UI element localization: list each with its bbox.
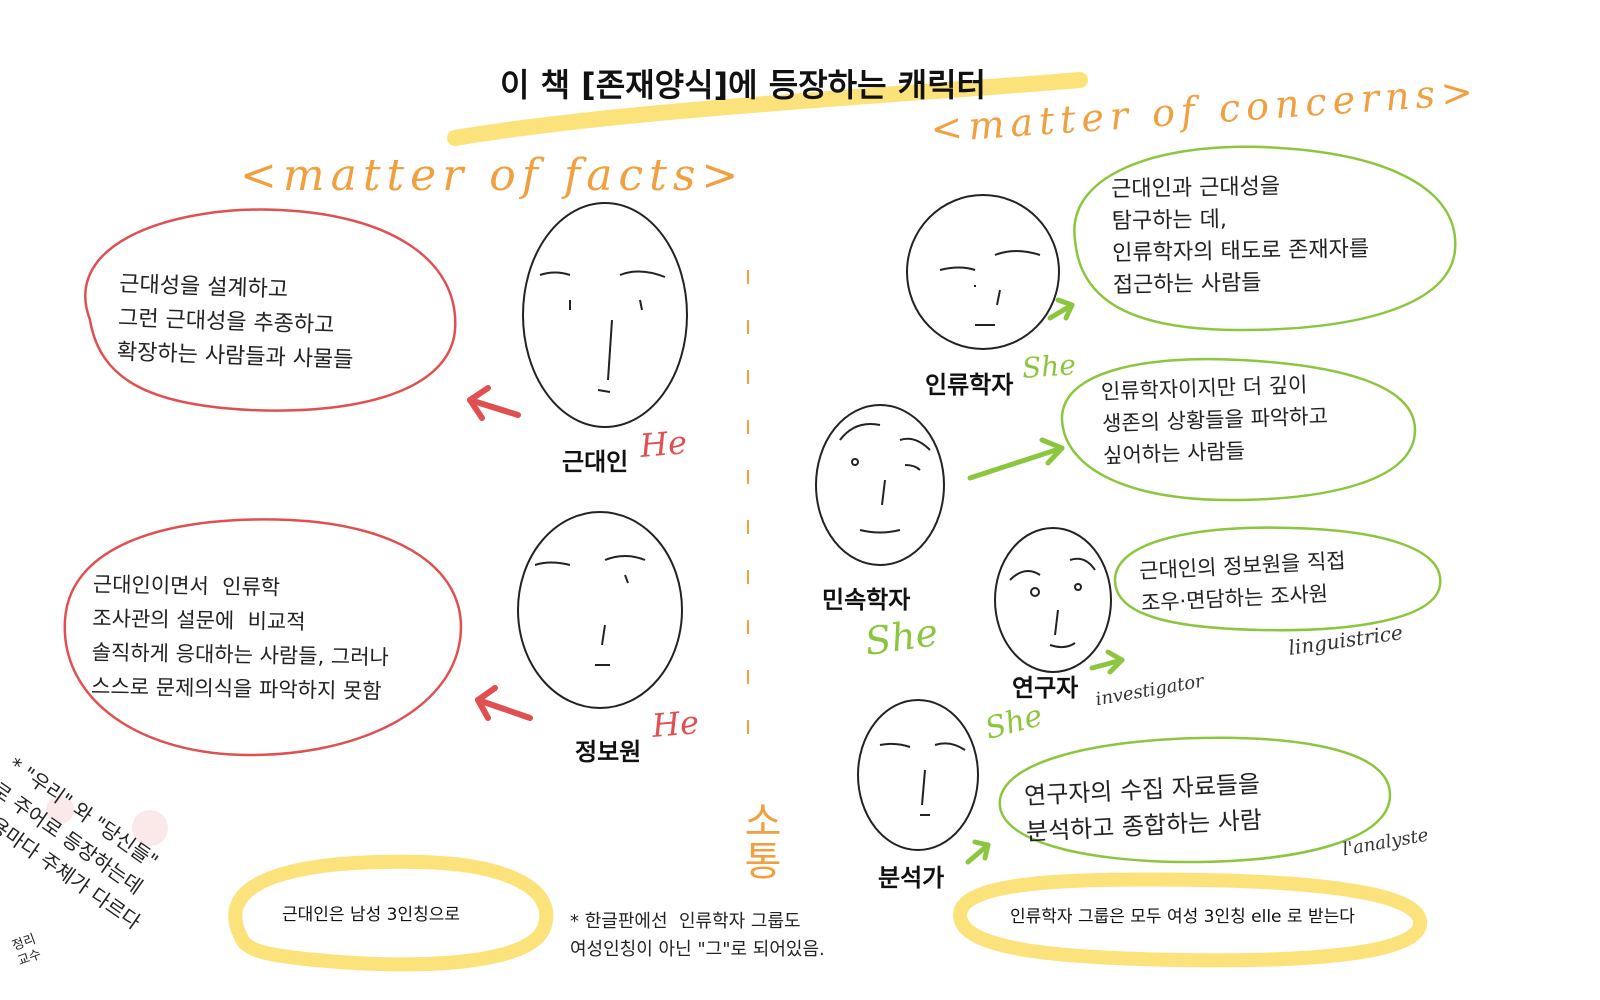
bubble-anthropologist bbox=[1073, 145, 1457, 332]
arrow-investigator bbox=[1089, 649, 1125, 675]
face-modern bbox=[522, 202, 688, 428]
arrow-anthropologist bbox=[1047, 297, 1075, 321]
arrow-analyst bbox=[965, 839, 991, 865]
face-investigator bbox=[994, 527, 1112, 673]
pronoun-informant: He bbox=[650, 703, 701, 745]
left-header: <matter of facts> bbox=[240, 150, 745, 201]
face-analyst bbox=[857, 699, 979, 851]
ethnographer-description: 인류학자이지만 더 깊이 생존의 상황들을 파악하고 싶어하는 사람들 bbox=[1100, 372, 1329, 468]
arrow-informant bbox=[475, 685, 533, 721]
pink-smudge bbox=[132, 810, 168, 846]
face-ethnographer bbox=[815, 404, 945, 566]
anthropologist-description: 근대인과 근대성을 탐구하는 데, 인류학자의 태도로 존재자를 접근하는 사람… bbox=[1110, 174, 1370, 299]
center-word: 소통 bbox=[736, 800, 782, 880]
modern-description: 근대성을 설계하고 그런 근대성을 추종하고 확장하는 사람들과 사물들 bbox=[116, 271, 354, 374]
label-anthropologist: 인류학자 bbox=[925, 371, 1014, 399]
pronoun-anthropologist: She bbox=[1020, 348, 1077, 385]
bubble-modern bbox=[84, 208, 457, 412]
bubble-informant bbox=[63, 518, 463, 757]
left-highlight-loop bbox=[228, 854, 554, 972]
arrow-modern bbox=[467, 385, 521, 421]
label-informant: 정보원 bbox=[575, 738, 642, 766]
bubble-ethnographer bbox=[1060, 357, 1417, 502]
label-investigator: 연구자 bbox=[1012, 674, 1079, 702]
pronoun-modern: He bbox=[638, 423, 689, 465]
bottom-note: * 한글판에선 인류학자 그룹도 여성인칭이 아닌 "그"로 되어있음. bbox=[570, 911, 825, 960]
face-anthropologist bbox=[906, 194, 1060, 350]
bubble-investigator bbox=[1113, 526, 1442, 632]
analyst-description: 연구자의 수집 자료들을 분석하고 종합하는 사람 bbox=[1023, 769, 1263, 847]
informant-description: 근대인이면서 인류학 조사관의 설문에 비교적 솔직하게 응대하는 사람들, 그… bbox=[90, 572, 390, 704]
title-highlight bbox=[447, 72, 1088, 146]
label-analyst: 분석가 bbox=[878, 864, 945, 892]
left-highlight-text: 근대인은 남성 3인칭으로 bbox=[282, 905, 461, 925]
label-ethnographer: 민속학자 bbox=[822, 586, 911, 614]
investigator-description: 근대인의 정보원을 직접 조우·면담하는 조사원 bbox=[1138, 548, 1347, 616]
face-informant bbox=[517, 511, 683, 709]
label-modern: 근대인 bbox=[562, 448, 629, 476]
bubble-analyst bbox=[998, 736, 1392, 864]
pink-smudge bbox=[46, 796, 74, 824]
right-highlight-loop bbox=[952, 872, 1428, 968]
right-highlight-text: 인류학자 그룹은 모두 여성 3인칭 elle 로 받는다 bbox=[1010, 907, 1355, 927]
page-title: 이 책 [존재양식]에 등장하는 캐릭터 bbox=[500, 66, 986, 104]
arrow-ethnographer bbox=[967, 437, 1065, 481]
